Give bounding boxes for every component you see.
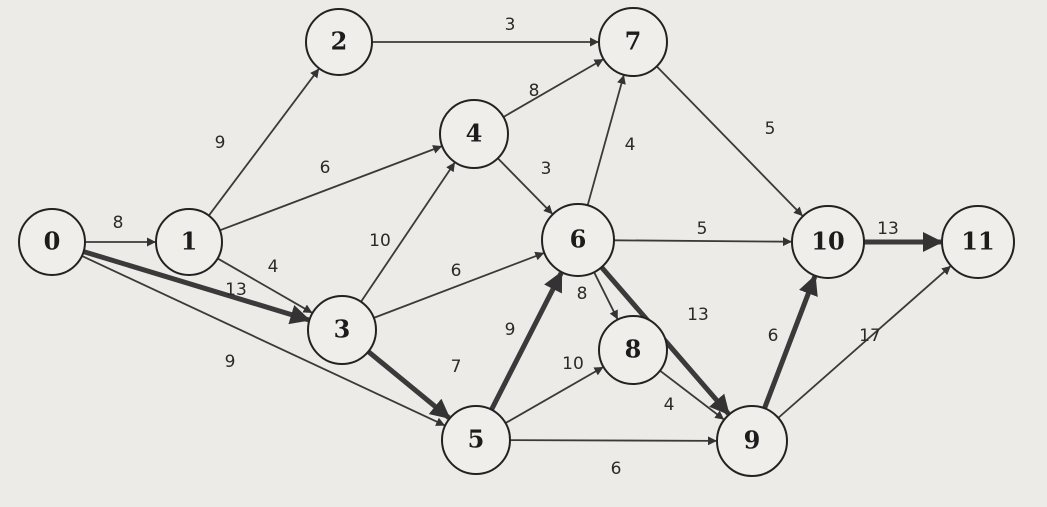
node-label-8: 8 xyxy=(625,335,642,364)
node-circle-6 xyxy=(541,203,615,277)
edge-weight-0-5: 9 xyxy=(225,352,236,372)
edge-5-to-8 xyxy=(505,366,604,424)
node-label-9: 9 xyxy=(744,426,761,455)
edge-weight-3-4: 10 xyxy=(369,231,391,251)
edge-weight-1-4: 6 xyxy=(320,158,331,178)
edge-weight-5-9: 6 xyxy=(611,459,622,479)
node-circle-5 xyxy=(441,405,511,475)
edge-weight-5-6: 9 xyxy=(505,320,516,340)
edge-weight-0-3: 13 xyxy=(225,280,247,300)
node-4: 4 xyxy=(439,99,509,169)
edge-weight-5-8: 10 xyxy=(562,354,584,374)
node-8: 8 xyxy=(598,315,668,385)
edge-6-to-8 xyxy=(593,271,619,320)
edge-3-to-5-critical xyxy=(366,349,451,420)
node-label-4: 4 xyxy=(466,119,483,148)
node-label-3: 3 xyxy=(334,315,351,344)
node-3: 3 xyxy=(307,295,377,365)
node-circle-7 xyxy=(598,7,668,77)
edge-weight-4-7: 8 xyxy=(529,81,540,101)
nodes-layer: 0 1 2 3 4 5 6 7 8 9 10 11 xyxy=(18,7,1015,477)
node-circle-9 xyxy=(716,405,788,477)
edge-1-to-4 xyxy=(219,145,443,232)
edge-0-to-3-critical xyxy=(82,249,311,325)
node-label-6: 6 xyxy=(570,225,587,254)
edge-weight-6-9: 13 xyxy=(687,305,709,325)
edge-weight-6-10: 5 xyxy=(697,219,708,239)
edge-9-to-11 xyxy=(777,265,951,419)
node-11: 11 xyxy=(941,205,1015,279)
edge-weight-1-2: 9 xyxy=(215,133,226,153)
node-label-11: 11 xyxy=(961,227,994,256)
edge-8-to-9 xyxy=(659,369,725,420)
node-0: 0 xyxy=(18,208,86,276)
edges-layer xyxy=(81,37,951,446)
edge-4-to-7 xyxy=(502,58,604,118)
edge-7-to-10 xyxy=(656,65,803,217)
edge-1-to-3 xyxy=(217,257,313,314)
edge-6-to-7 xyxy=(586,74,626,206)
node-6: 6 xyxy=(541,203,615,277)
node-label-1: 1 xyxy=(181,227,198,256)
edge-weight-8-9: 4 xyxy=(664,395,675,415)
node-circle-10 xyxy=(791,205,865,279)
node-circle-1 xyxy=(155,208,223,276)
node-5: 5 xyxy=(441,405,511,475)
edge-3-to-4 xyxy=(360,162,456,303)
node-1: 1 xyxy=(155,208,223,276)
node-2: 2 xyxy=(305,8,373,76)
edge-weight-0-1: 8 xyxy=(113,213,124,233)
edge-4-to-6 xyxy=(497,157,553,215)
node-label-2: 2 xyxy=(331,27,348,56)
edge-weight-9-11: 17 xyxy=(859,326,881,346)
node-7: 7 xyxy=(598,7,668,77)
node-label-10: 10 xyxy=(811,227,844,256)
node-label-0: 0 xyxy=(44,227,61,256)
edge-weight-3-5: 7 xyxy=(451,357,462,377)
edge-weight-6-8: 8 xyxy=(577,284,588,304)
edge-1-to-2 xyxy=(208,68,320,217)
edge-5-to-9 xyxy=(509,436,717,446)
node-circle-3 xyxy=(307,295,377,365)
edge-weight-7-10: 5 xyxy=(765,119,776,139)
node-circle-4 xyxy=(439,99,509,169)
edge-3-to-6 xyxy=(373,251,545,319)
node-9: 9 xyxy=(716,405,788,477)
edge-weight-3-6: 6 xyxy=(451,261,462,281)
edge-9-to-10-critical xyxy=(762,274,818,410)
node-circle-11 xyxy=(941,205,1015,279)
node-label-7: 7 xyxy=(625,27,642,56)
node-circle-8 xyxy=(598,315,668,385)
edge-weight-2-7: 3 xyxy=(505,15,516,35)
node-10: 10 xyxy=(791,205,865,279)
edge-weight-6-7: 4 xyxy=(625,135,636,155)
edge-weight-1-3: 4 xyxy=(268,257,279,277)
edge-weight-4-6: 3 xyxy=(541,159,552,179)
edge-weight-10-11: 13 xyxy=(877,219,899,239)
edge-weight-9-10: 6 xyxy=(768,326,779,346)
edge-5-to-6-critical xyxy=(489,271,564,411)
node-circle-0 xyxy=(18,208,86,276)
edge-0-to-5 xyxy=(81,255,446,427)
edge-6-to-10 xyxy=(613,237,792,247)
node-label-5: 5 xyxy=(468,425,485,454)
node-circle-2 xyxy=(305,8,373,76)
